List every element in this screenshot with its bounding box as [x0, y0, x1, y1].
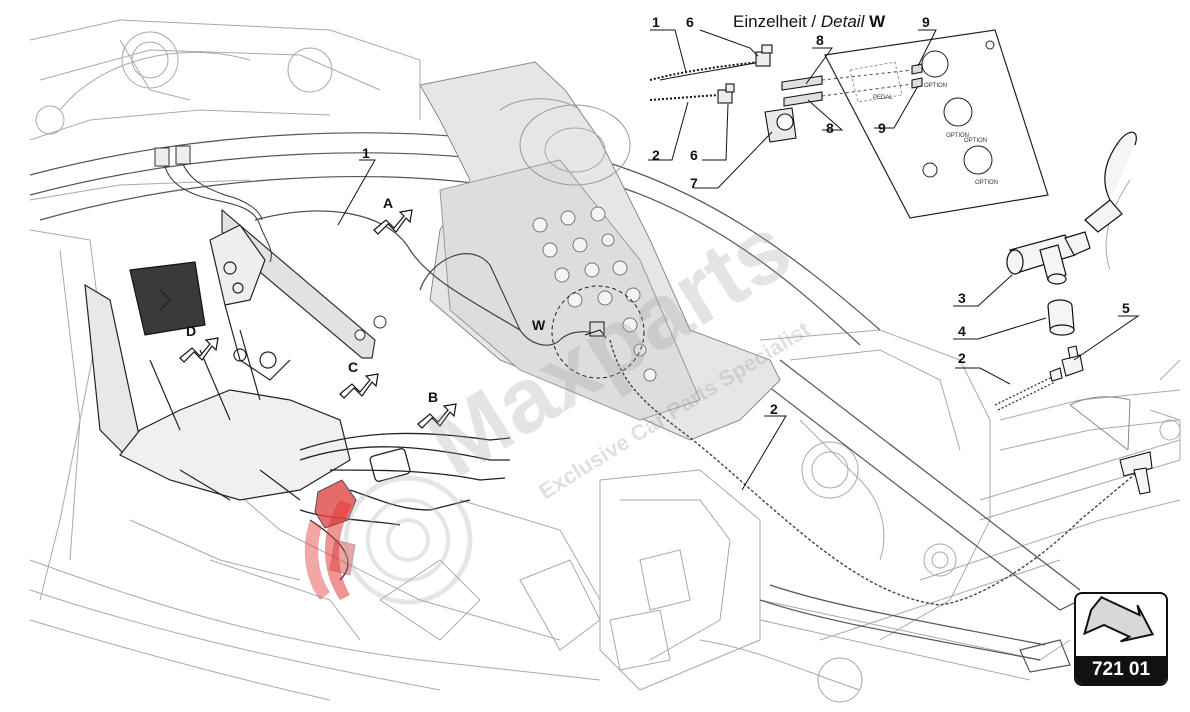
view-marker-a: A: [373, 195, 413, 235]
callout-9-top: 9: [922, 14, 930, 30]
detail-title: Einzelheit / Detail W: [733, 12, 886, 31]
callout-6-bottom: 6: [690, 147, 698, 163]
leader-lines: [337, 29, 1140, 491]
pedal-box: [84, 224, 351, 501]
panel-label-option-4: OPTION: [975, 180, 998, 186]
hydraulic-lines: [299, 432, 511, 581]
callout-6-top: 6: [686, 14, 694, 30]
page-reference-badge[interactable]: 721 01: [1074, 592, 1168, 686]
callout-2-right: 2: [958, 350, 966, 366]
switch-panel: [532, 206, 657, 382]
panel-label-pedal: PEDAL: [873, 95, 893, 101]
view-marker-w-letter: W: [532, 317, 546, 333]
tee-fitting-5: [1049, 345, 1084, 382]
callout-2-detail: 2: [652, 147, 660, 163]
panel-label-option-1: OPTION: [924, 83, 947, 89]
callout-1-main: 1: [362, 145, 370, 161]
page-arrow-icon: [1076, 594, 1166, 658]
panel-label-option-3: OPTION: [964, 138, 987, 144]
view-marker-d: D: [179, 323, 219, 363]
page-reference-code: 721 01: [1076, 656, 1166, 684]
view-marker-d-letter: D: [186, 323, 196, 339]
callout-1-detail: 1: [652, 14, 660, 30]
panel-label-option-2: OPTION: [946, 133, 969, 139]
view-marker-b: B: [417, 389, 457, 429]
tee-fitting-lower-right: [1119, 451, 1153, 495]
callout-3: 3: [958, 290, 966, 306]
detail-w-parts: [649, 44, 923, 143]
callout-7: 7: [690, 175, 698, 191]
callout-9-bottom: 9: [878, 120, 886, 136]
view-marker-a-letter: A: [383, 195, 393, 211]
adapter-4: [1047, 299, 1075, 336]
view-arrow-b-icon: [417, 403, 457, 429]
watermark-logo-icon: [304, 475, 473, 605]
roll-cage-beams: [29, 132, 1081, 673]
callout-8-top: 8: [816, 32, 824, 48]
view-arrow-d-icon: [179, 337, 219, 363]
callout-numbers: 1 2 6 6 7 8 8 9 9 1 3 4 5 2 2: [362, 14, 1130, 417]
callout-5: 5: [1122, 300, 1130, 316]
detail-title-italic: Detail: [821, 12, 866, 31]
view-funnel: [1069, 396, 1131, 451]
view-marker-c-letter: C: [348, 359, 358, 375]
center-tunnel: [419, 61, 781, 441]
detail-w-plate: PEDAL OPTION OPTION OPTION OPTION: [824, 29, 1049, 219]
detail-title-prefix: Einzelheit /: [733, 12, 821, 31]
callout-2-main: 2: [770, 401, 778, 417]
view-marker-b-letter: B: [428, 389, 438, 405]
view-arrow-c-icon: [339, 373, 379, 399]
side-panel: [221, 208, 387, 359]
cable-2-route: [609, 339, 1141, 606]
view-marker-c: C: [339, 359, 379, 399]
cable-2-right: [994, 376, 1056, 411]
wire-harness: [154, 145, 272, 263]
callout-4: 4: [958, 323, 966, 339]
callout-8-bottom: 8: [826, 120, 834, 136]
view-arrow-a-icon: [373, 209, 413, 235]
detail-title-letter: W: [869, 12, 886, 31]
detail-w-marker: [551, 285, 645, 379]
tee-fitting-3: [1006, 131, 1137, 285]
